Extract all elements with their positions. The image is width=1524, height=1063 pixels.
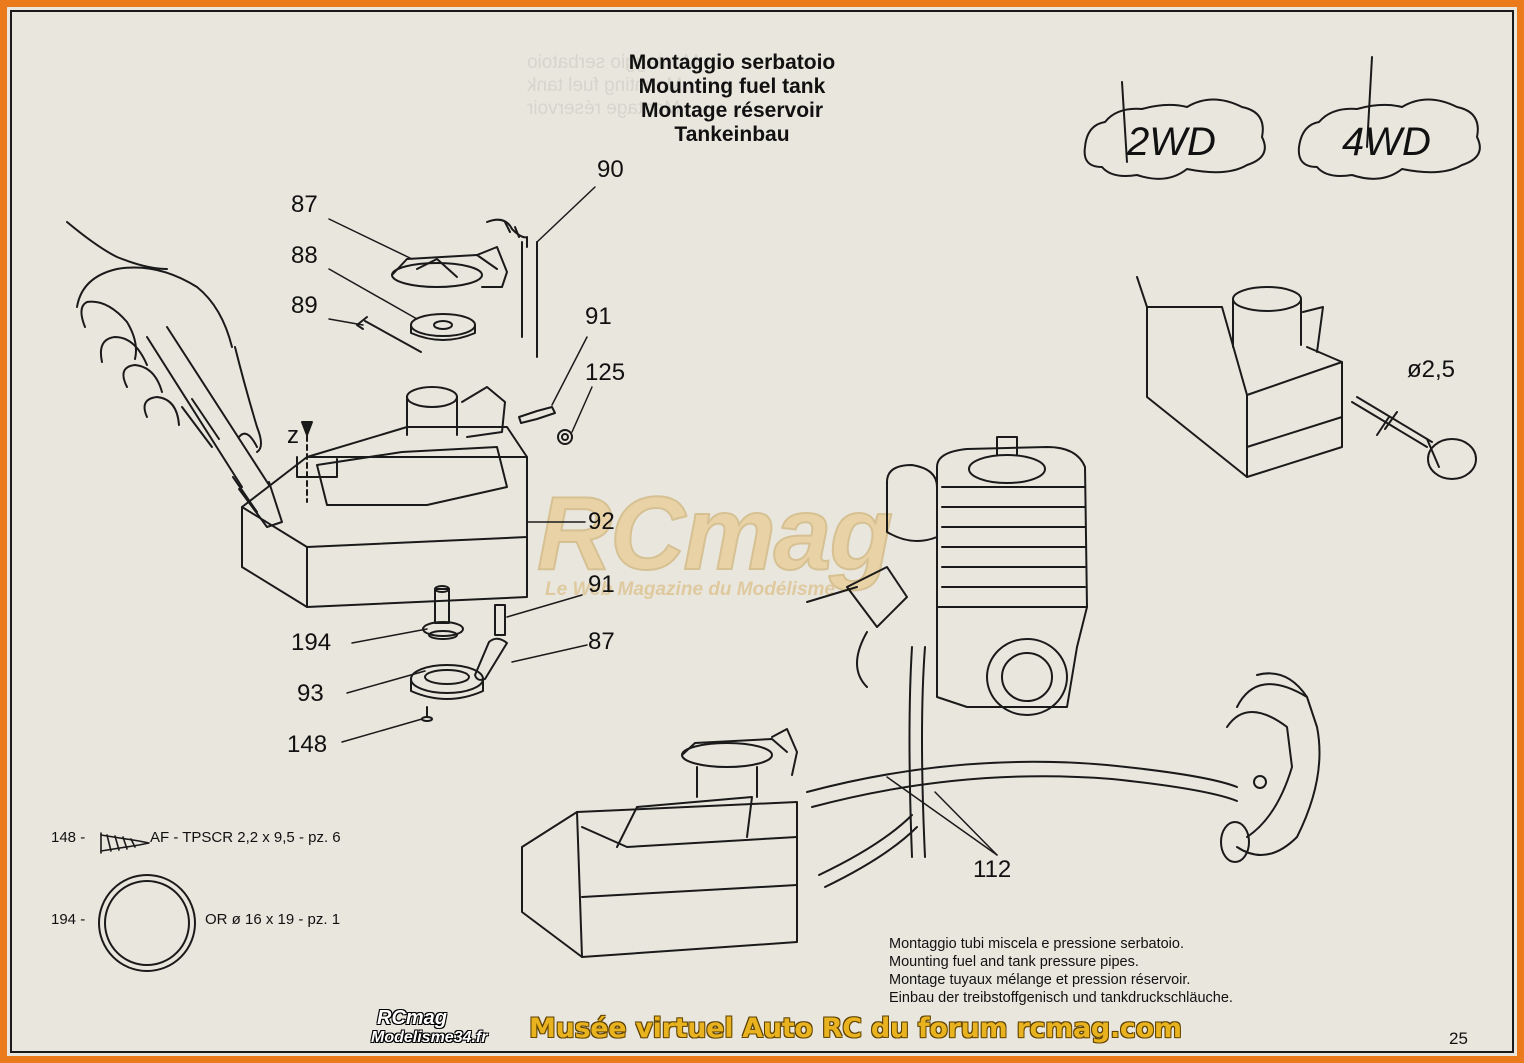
caption-fr: Montage tuyaux mélange et pression réser… <box>889 972 1191 988</box>
o-ring-icon <box>98 874 196 972</box>
cap-assembly-drawing <box>356 218 538 358</box>
exploded-view-diagram: 2WD 4WD 87 88 89 90 91 125 92 91 194 87 … <box>66 56 1481 972</box>
caption-en: Mounting fuel and tank pressure pipes. <box>889 954 1139 970</box>
rcmag-watermark: RCmag Le Web Magazine du Modélisme <box>536 475 1007 615</box>
part-label-90: 90 <box>597 156 624 183</box>
page-number: 25 <box>1449 1029 1468 1048</box>
screw-icon <box>100 832 150 854</box>
fuel-pipe-drawing <box>806 760 1238 888</box>
part-leader-lines <box>328 186 998 856</box>
bottom-fitting-assembly-drawing <box>410 585 508 722</box>
part-label-112: 112 <box>973 856 1011 883</box>
title-en: Mounting fuel tank <box>638 75 826 98</box>
tool-2-5-drawing <box>1351 396 1477 480</box>
part-label-148: 148 <box>287 731 327 758</box>
logo-bottom-text: Modelisme34.fr <box>371 1029 488 1046</box>
fuel-tank-drawing <box>241 386 528 608</box>
watermark-subtitle: Le Web Magazine du Modélisme <box>545 579 835 600</box>
part-label-91-bottom: 91 <box>588 571 615 598</box>
title-it: Montaggio serbatoio <box>628 51 836 74</box>
dimension-label: ø2,5 <box>1407 356 1455 383</box>
legend-number: 148 - <box>51 829 86 846</box>
part-label-93: 93 <box>297 680 324 707</box>
4wd-logo <box>1297 56 1481 180</box>
part-label-87-top: 87 <box>291 191 318 218</box>
page-border <box>10 10 1514 1053</box>
part-label-92: 92 <box>588 508 615 535</box>
legend-row-o-ring: 194 - OR ø 16 x 19 - pz. 1 <box>51 911 340 928</box>
watermark-logo: RCmag <box>536 475 894 593</box>
engine-drawing <box>806 436 1088 858</box>
logo-top-text: RCmag <box>377 1007 448 1029</box>
caption-it: Montaggio tubi miscela e pressione serba… <box>889 936 1184 952</box>
side-tank-drawing <box>1136 276 1343 478</box>
title-fr: Montage réservoir <box>640 99 824 122</box>
muffler-drawing <box>1220 672 1321 863</box>
part-label-91-top: 91 <box>585 303 612 330</box>
2wd-logo <box>1083 81 1266 180</box>
part-label-89: 89 <box>291 292 318 319</box>
drive-label-2wd: 2WD <box>1126 120 1216 164</box>
part-label-87-bottom: 87 <box>588 628 615 655</box>
legend-text: AF - TPSCR 2,2 x 9,5 - pz. 6 <box>150 829 341 846</box>
pipes-caption: Montaggio tubi miscela e pressione serba… <box>889 935 1289 1007</box>
page-title: Montaggio serbatoio Mounting fuel tank M… <box>567 51 897 147</box>
footer-banner: Musée virtuel Auto RC du forum rcmag.com <box>529 1013 1182 1044</box>
part-label-125: 125 <box>585 359 625 386</box>
axis-label-z: z <box>287 422 299 449</box>
part-label-88: 88 <box>291 242 318 269</box>
lower-tank-drawing <box>521 728 798 958</box>
drive-label-4wd: 4WD <box>1342 120 1431 164</box>
rcmag-footer-logo: RCmag Modelisme34.fr <box>371 1007 529 1053</box>
part-label-194: 194 <box>291 629 331 656</box>
small-fittings-drawing <box>518 406 573 445</box>
legend-number: 194 - <box>51 911 86 928</box>
title-de: Tankeinbau <box>674 123 790 146</box>
caption-de: Einbau der treibstoffgenisch und tankdru… <box>889 990 1233 1006</box>
legend-text: OR ø 16 x 19 - pz. 1 <box>205 911 341 928</box>
legend-row-screw: 148 - AF - TPSCR 2,2 x 9,5 - pz. 6 <box>51 829 341 846</box>
hand-with-pliers-drawing <box>66 221 283 528</box>
